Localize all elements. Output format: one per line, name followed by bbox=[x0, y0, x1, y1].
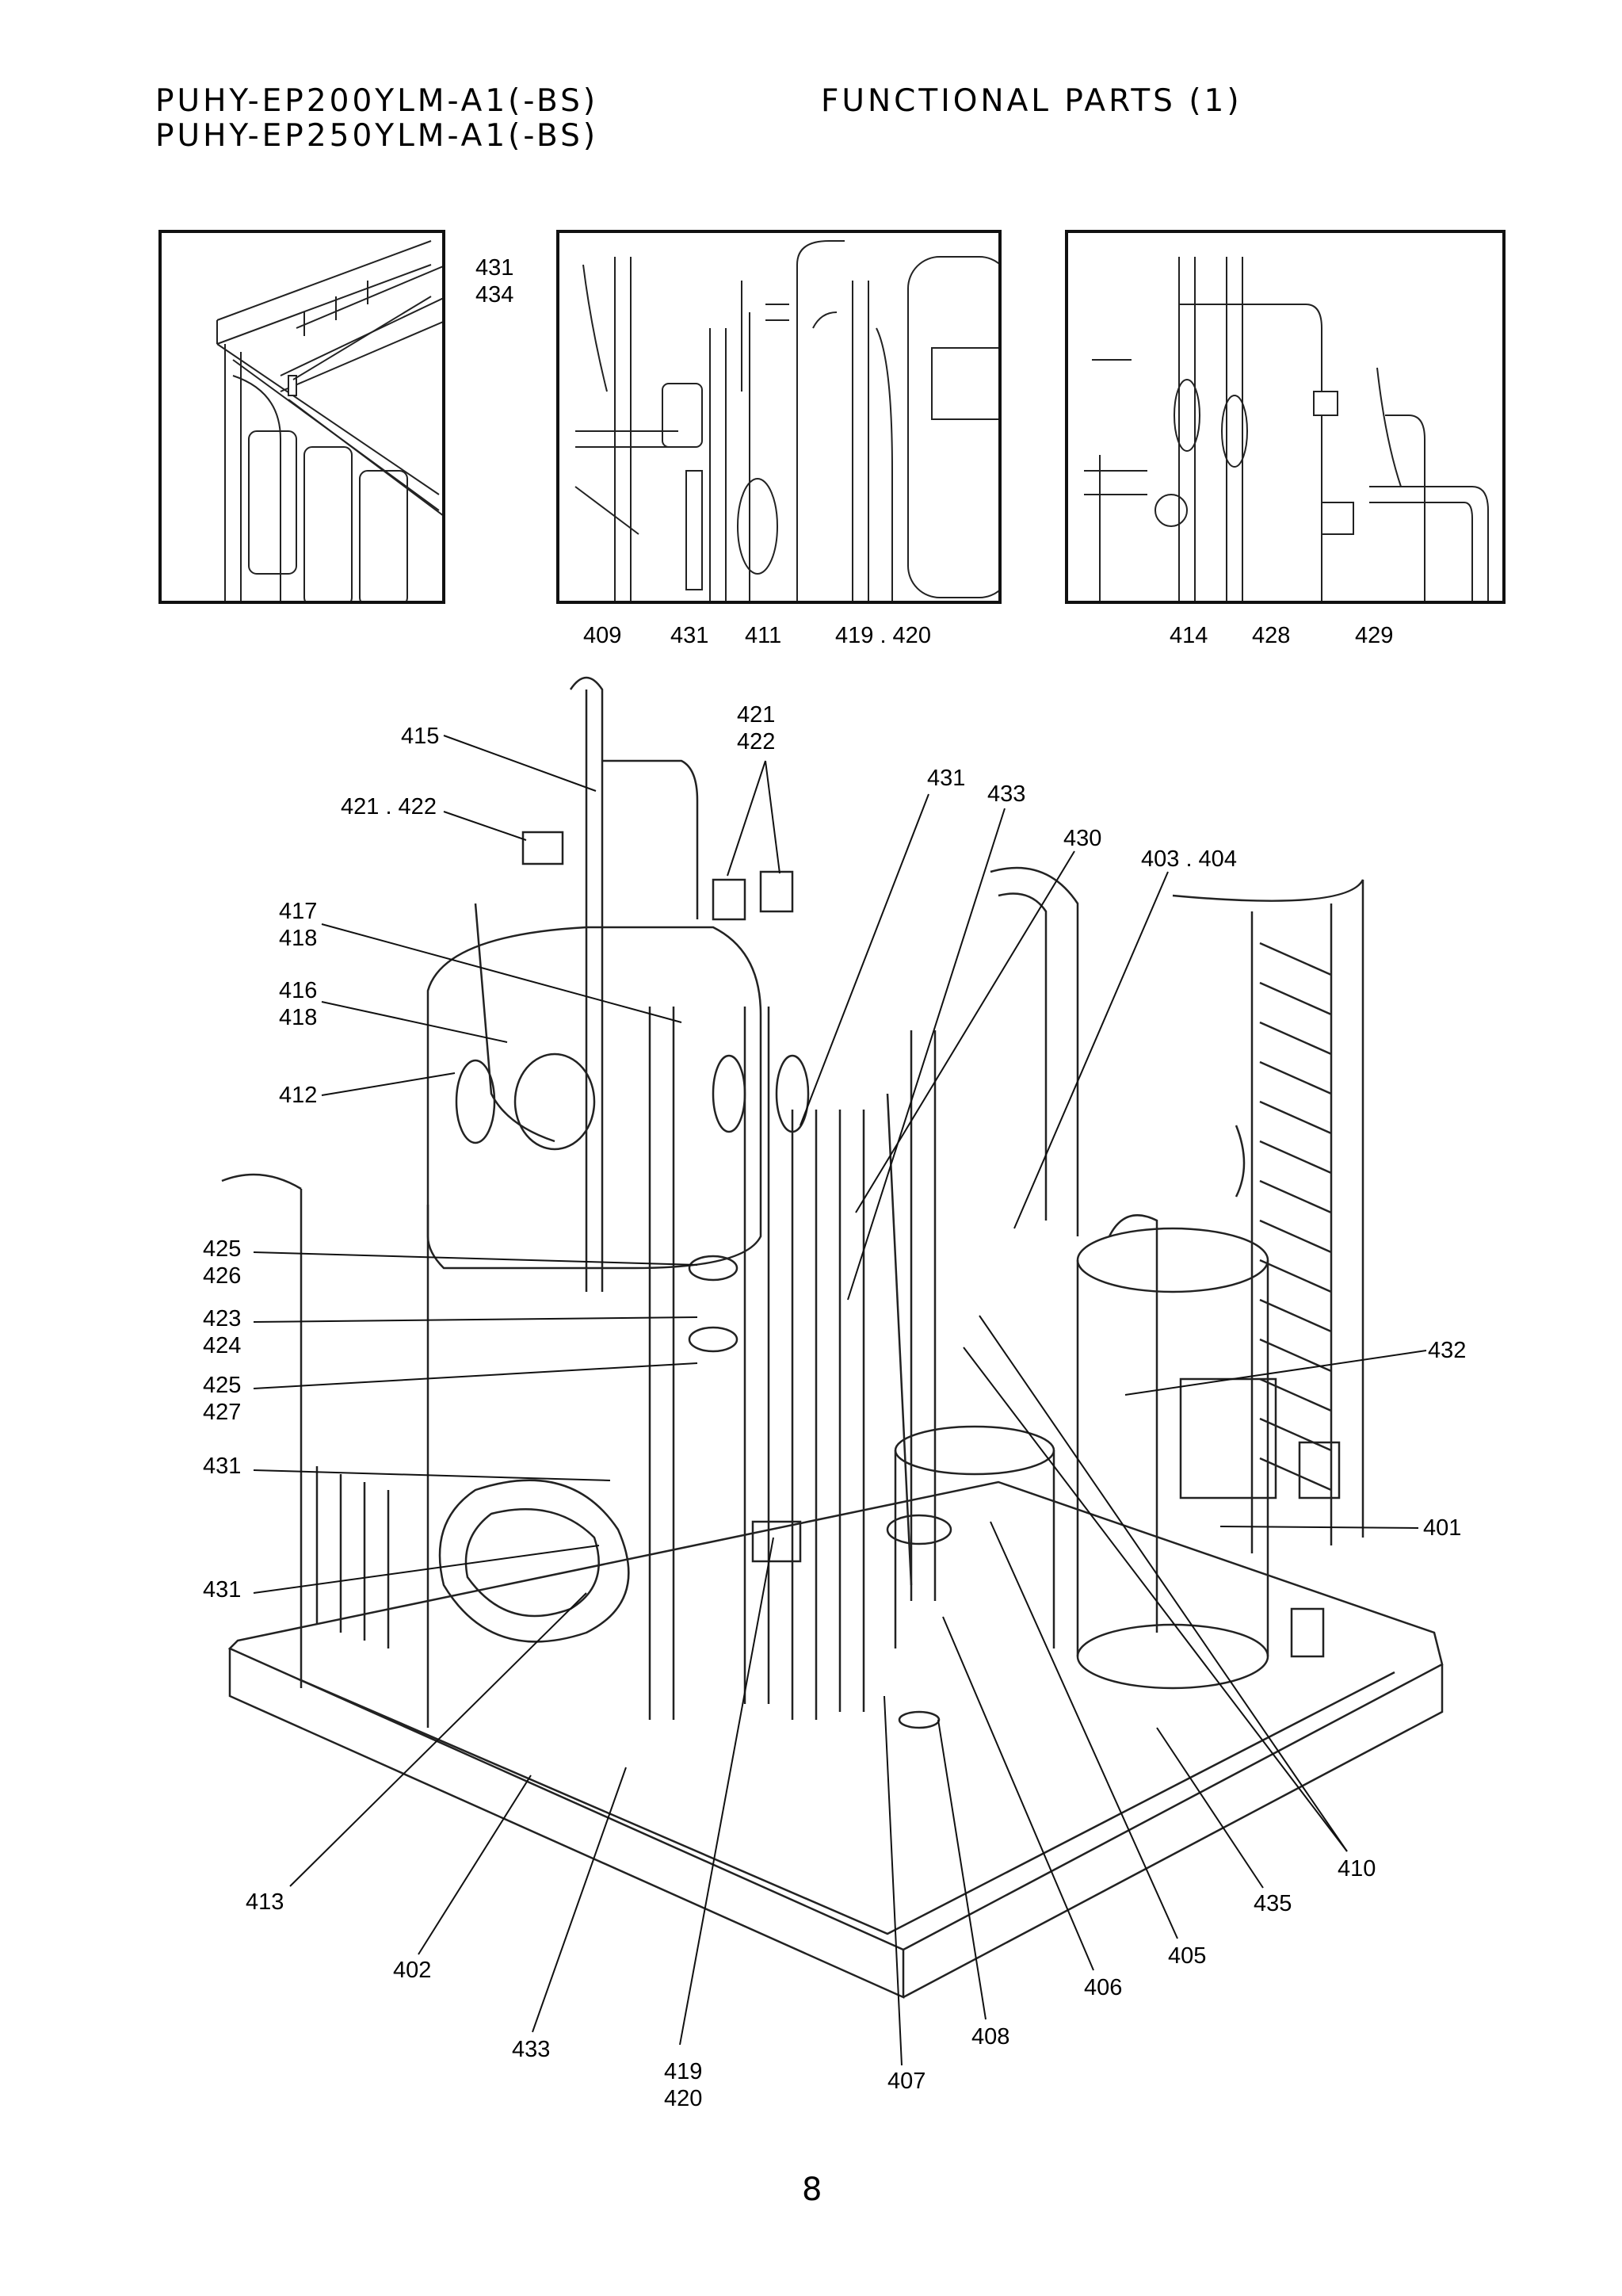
callout-label-433-top: 433 bbox=[987, 781, 1026, 807]
sensor-assembly-drawing bbox=[1084, 257, 1489, 601]
inset-panel-sensors bbox=[1065, 230, 1506, 604]
callout-label-408: 408 bbox=[971, 2024, 1010, 2050]
callout-label-427: 427 bbox=[203, 1400, 242, 1425]
callout-label-416: 416 bbox=[279, 978, 318, 1003]
callout-label-421-top: 421 bbox=[737, 702, 776, 728]
callout-label-421-422-left: 421 . 422 bbox=[341, 794, 437, 819]
callout-label-401: 401 bbox=[1423, 1515, 1462, 1541]
callout-label-inset3-414: 414 bbox=[1170, 623, 1208, 648]
callout-label-405: 405 bbox=[1168, 1943, 1207, 1969]
callout-label-410: 410 bbox=[1338, 1856, 1376, 1881]
callout-label-424: 424 bbox=[203, 1333, 242, 1358]
callout-label-418-a: 418 bbox=[279, 926, 318, 951]
callout-label-inset1-431: 431 bbox=[475, 255, 514, 281]
valve-assembly-drawing bbox=[574, 240, 998, 601]
callout-label-425-b: 425 bbox=[203, 1373, 242, 1398]
callout-label-420: 420 bbox=[664, 2086, 703, 2111]
callout-label-422-top: 422 bbox=[737, 729, 776, 755]
callout-label-435: 435 bbox=[1254, 1891, 1292, 1916]
inset-panel-valves bbox=[556, 230, 1002, 604]
callout-label-426: 426 bbox=[203, 1263, 242, 1289]
callout-label-402: 402 bbox=[393, 1958, 432, 1983]
callout-label-403-404: 403 . 404 bbox=[1141, 846, 1237, 872]
callout-label-413: 413 bbox=[246, 1889, 284, 1915]
callout-label-inset2-409: 409 bbox=[583, 623, 622, 648]
callout-label-431-left-a: 431 bbox=[203, 1454, 242, 1479]
callout-label-inset2-419-420: 419 . 420 bbox=[835, 623, 931, 648]
callout-label-417: 417 bbox=[279, 899, 318, 924]
callout-label-425-a: 425 bbox=[203, 1236, 242, 1262]
callout-label-407: 407 bbox=[887, 2069, 926, 2094]
callout-label-inset3-429: 429 bbox=[1355, 623, 1394, 648]
callout-label-inset2-411: 411 bbox=[745, 623, 782, 648]
callout-leader-lines bbox=[253, 735, 1427, 2066]
callout-label-419: 419 bbox=[664, 2059, 703, 2084]
corner-panel-drawing bbox=[216, 240, 442, 601]
unit-outline bbox=[221, 676, 1444, 1999]
callout-label-431-left-b: 431 bbox=[203, 1577, 242, 1603]
section-title: FUNCTIONAL PARTS (1) bbox=[821, 83, 1242, 119]
model-name-line-1: PUHY-EP200YLM-A1(-BS) bbox=[155, 83, 599, 119]
page-number: 8 bbox=[802, 2172, 822, 2208]
callout-label-406: 406 bbox=[1084, 1975, 1123, 2000]
inset-panel-corner bbox=[158, 230, 445, 604]
callout-label-inset2-431: 431 bbox=[670, 623, 709, 648]
callout-label-inset1-434: 434 bbox=[475, 282, 514, 308]
model-name-line-2: PUHY-EP250YLM-A1(-BS) bbox=[155, 118, 599, 154]
callout-label-415: 415 bbox=[401, 724, 440, 749]
callout-label-423: 423 bbox=[203, 1306, 242, 1331]
callout-label-432: 432 bbox=[1428, 1338, 1467, 1363]
callout-label-inset3-428: 428 bbox=[1252, 623, 1291, 648]
callout-label-431-top: 431 bbox=[927, 766, 966, 791]
callout-label-433-bottom: 433 bbox=[512, 2037, 551, 2062]
callout-label-418-b: 418 bbox=[279, 1005, 318, 1030]
callout-label-430: 430 bbox=[1063, 826, 1102, 851]
callout-label-412: 412 bbox=[279, 1083, 318, 1108]
